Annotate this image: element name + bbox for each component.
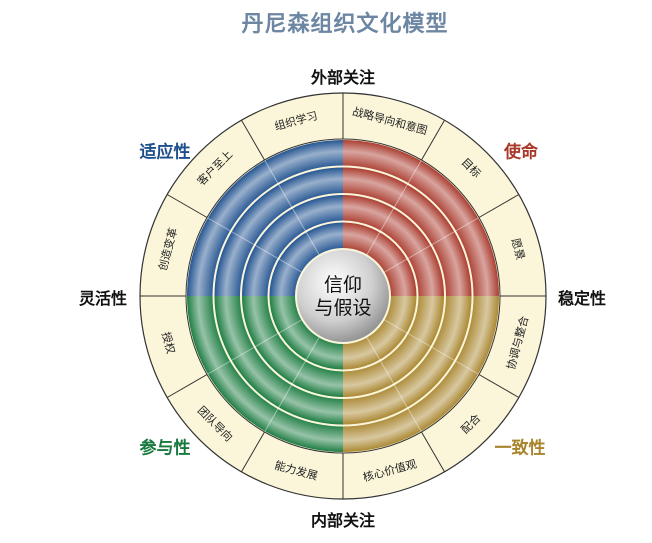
band-divider [264,336,320,433]
quadrant-band-1-2 [343,167,472,296]
band-divider [366,159,422,256]
segment-divider [166,194,208,218]
center-label-line1: 信仰 [324,274,362,296]
quadrant-band-3-2 [214,296,343,425]
quadrant-band-1-3 [343,140,499,296]
quadrant-band-1-1 [343,195,444,296]
quadrant-band-0-3 [187,140,343,296]
segment-divider [421,431,445,473]
quadrant-band-2-2 [343,296,472,425]
inner-ring-border [185,138,501,454]
band-divider [383,319,480,375]
axis-label-bottom: 内部关注 [310,511,376,530]
band-divider [264,159,320,256]
band-divider [366,336,422,433]
quadrant-band-2-3 [343,296,499,452]
quadrant-band-1-0 [343,222,417,296]
quadrant-band-3-1 [242,296,343,397]
segment-divider [166,374,208,398]
quadrant-label-mission: 使命 [504,142,538,163]
center-label-line2: 与假设 [314,297,371,319]
axis-label-left: 灵活性 [78,289,128,308]
band-divider [206,217,303,273]
quadrant-label-adaptability: 适应性 [139,142,191,163]
quadrant-band-0-1 [242,195,343,296]
quadrant-label-consistency: 一致性 [494,438,546,459]
segment-divider [478,374,520,398]
page-title: 丹尼森组织文化模型 [241,11,449,37]
quadrant-label-involvement: 参与性 [139,438,191,459]
quadrant-band-0-0 [269,222,343,296]
quadrant-band-0-2 [214,167,343,296]
quadrant-band-3-0 [269,296,343,370]
segment-label: 授权 [159,330,178,355]
axis-label-right: 稳定性 [557,289,607,308]
quadrant-band-2-1 [343,296,444,397]
center-sphere [297,250,389,342]
segment-divider [241,431,265,473]
segment-label: 愿景 [509,237,527,262]
quadrant-band-2-0 [343,296,417,370]
segment-divider [241,119,265,161]
band-divider [383,217,480,273]
band-divider [206,319,303,375]
segment-divider [421,119,445,161]
axis-label-top: 外部关注 [310,68,376,87]
quadrant-band-3-3 [187,296,343,452]
segment-divider [478,194,520,218]
